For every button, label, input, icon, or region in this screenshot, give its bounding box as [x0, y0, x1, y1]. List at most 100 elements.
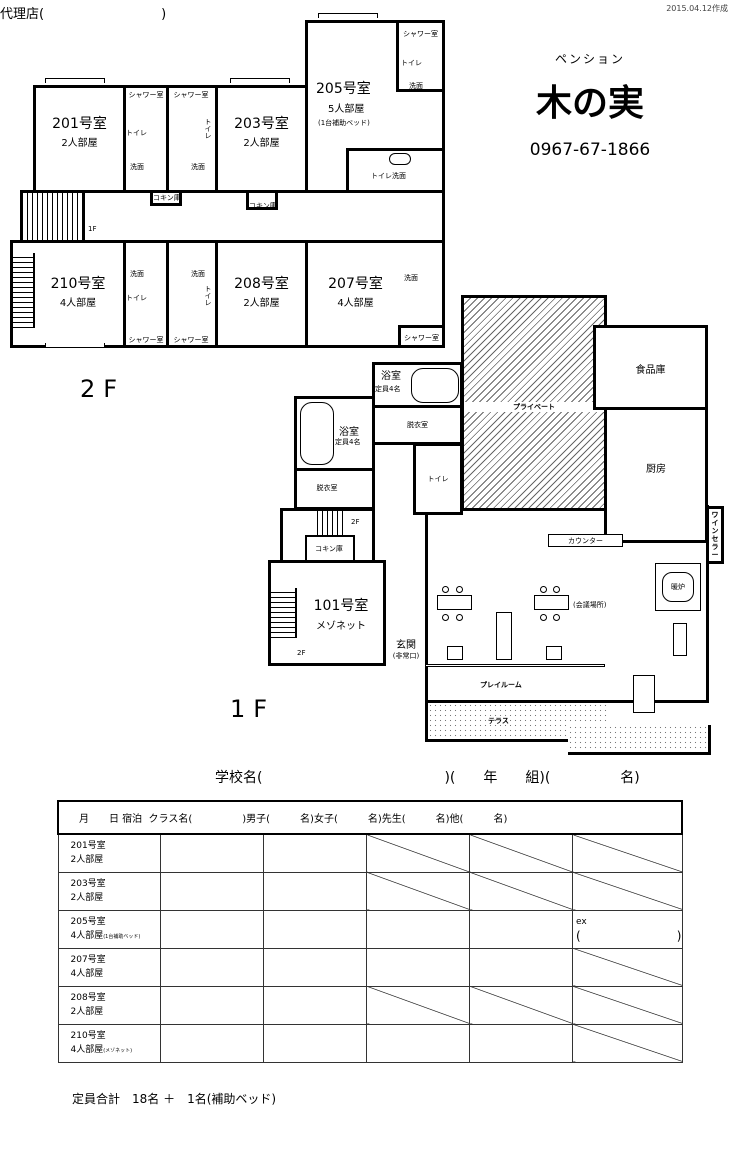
entry-cell[interactable] — [469, 909, 574, 949]
entry-cell[interactable] — [366, 1023, 471, 1063]
room-note: (1台補助ベッド) — [103, 933, 141, 940]
kitchen: 厨房 — [604, 407, 708, 543]
playroom-label: プレイルーム — [480, 681, 522, 689]
bath-1: 浴室 定員4名 — [372, 362, 463, 408]
entry-cell[interactable] — [263, 1023, 368, 1063]
shower-label: シャワー室 — [128, 91, 164, 99]
table-row: 203号室 2人部屋 — [57, 871, 683, 911]
room-capacity: 2人部屋 — [70, 1006, 104, 1017]
dressing-label: 脱衣室 — [316, 484, 338, 492]
table-row: 208号室 2人部屋 — [57, 985, 683, 1025]
disabled-cell — [366, 985, 471, 1025]
room-205: 205号室 5人部屋 (1台補助ベッド) シャワー室 トイレ 洗面 トイレ洗面 — [305, 20, 445, 193]
entry-cell[interactable] — [469, 1023, 574, 1063]
ex-field: ( ) — [576, 928, 682, 943]
room-number: 201号室 — [52, 116, 107, 132]
entry-cell[interactable] — [366, 947, 471, 987]
entry-cell[interactable] — [160, 1023, 265, 1063]
room-note: (メゾネット) — [103, 1047, 133, 1054]
school-name-line: 学校名( )( 年 組)( 名) — [215, 770, 640, 786]
room-number: 203号室 — [70, 878, 106, 889]
room-capacity: 2人部屋 — [70, 892, 104, 903]
shower-label: シャワー室 — [404, 334, 439, 342]
dressing-room-1: 脱衣室 — [372, 405, 463, 445]
room-205-bath: シャワー室 トイレ 洗面 — [396, 20, 445, 92]
room-number: 201号室 — [70, 841, 106, 851]
disabled-cell — [469, 833, 574, 873]
ex-label: ex — [576, 916, 587, 927]
fireplace: 暖炉 — [655, 563, 701, 611]
bath-label: 浴室 — [381, 371, 401, 382]
shower-label: シャワー室 — [173, 91, 209, 99]
sink-label: 洗面 — [409, 82, 423, 90]
disabled-cell — [366, 833, 471, 873]
floor-2-label: 2F — [80, 375, 126, 403]
table-header: 月 日 宿泊 クラス名( )男子( 名)女子( 名)先生( 名)他( 名) — [57, 800, 683, 835]
sink-label: 洗面 — [191, 163, 205, 171]
pantry: 食品庫 — [593, 325, 708, 410]
kitchen-label: 厨房 — [646, 464, 666, 475]
stairs-210 — [13, 253, 35, 328]
room-number: 208号室 — [70, 992, 106, 1003]
wine-cellar-label: ワインセラー — [711, 511, 719, 559]
bath-unit-210: 洗面 トイレ シャワー室 — [123, 240, 169, 348]
toilet-label: トイレ — [126, 294, 147, 302]
entry-cell[interactable] — [160, 909, 265, 949]
entry-cell[interactable] — [263, 947, 368, 987]
private-area: プライベート — [461, 295, 607, 511]
room-capacity: 4人部屋 — [337, 298, 374, 309]
bath-label: 浴室 — [339, 427, 359, 438]
toilet-sink-label: トイレ洗面 — [371, 172, 406, 180]
room-207-shower: シャワー室 — [398, 325, 445, 348]
fireplace-label: 暖炉 — [671, 583, 685, 591]
room-capacity: 4人部屋 — [59, 298, 97, 309]
toilet-label: トイレ — [204, 285, 212, 306]
room-210: 210号室 4人部屋 — [10, 240, 126, 348]
agency-field: 代理店( ) — [0, 7, 167, 22]
room-203: 203号室 2人部屋 — [215, 85, 308, 193]
room-capacity: 4人部屋 — [70, 1044, 104, 1055]
dressing-label: 脱衣室 — [407, 421, 428, 429]
room-208: 208号室 2人部屋 — [215, 240, 308, 348]
disabled-cell — [572, 1023, 683, 1063]
entry-cell[interactable] — [263, 871, 368, 911]
meeting-area-label: (会議場所) — [573, 601, 607, 609]
toilet-label: トイレ — [204, 118, 212, 139]
room-number: 203号室 — [234, 116, 289, 132]
sink-label: 洗面 — [191, 270, 205, 278]
room-capacity: 2人部屋 — [243, 298, 280, 309]
reservation-table: 月 日 宿泊 クラス名( )男子( 名)女子( 名)先生( 名)他( 名) 20… — [57, 800, 683, 1063]
bath-2: 浴室 定員4名 — [294, 396, 375, 471]
entry-cell[interactable] — [160, 985, 265, 1025]
room-201: 201号室 2人部屋 — [33, 85, 126, 193]
bath-unit-208: 洗面 トイレ シャワー室 — [166, 240, 218, 348]
entry-cell[interactable] — [366, 909, 471, 949]
entrance-note: (非常口) — [392, 652, 420, 660]
room-101: 2F 101号室 メゾネット — [268, 560, 386, 666]
stairs-label: 2F — [297, 649, 306, 657]
room-capacity: 5人部屋 — [328, 104, 365, 115]
entry-cell[interactable] — [469, 947, 574, 987]
room-type: メゾネット — [316, 621, 366, 632]
entry-cell[interactable]: ex( ) — [572, 909, 683, 949]
stairs-1f: 2F コキン庫 — [280, 508, 375, 563]
bath-capacity: 定員4名 — [375, 385, 401, 393]
entry-cell[interactable] — [263, 909, 368, 949]
counter-label: カウンター — [568, 537, 603, 545]
disabled-cell — [572, 833, 683, 873]
room-capacity: 4人部屋 — [70, 968, 104, 979]
room-number: 207号室 — [328, 276, 383, 292]
room-capacity: 2人部屋 — [243, 138, 280, 149]
closet-label: コキン庫 — [249, 202, 277, 210]
entry-cell[interactable] — [160, 871, 265, 911]
entry-cell[interactable] — [160, 833, 265, 873]
room-capacity: 2人部屋 — [61, 138, 98, 149]
floor-1-label: 1F — [230, 695, 276, 723]
entry-cell[interactable] — [263, 985, 368, 1025]
entry-cell[interactable] — [263, 833, 368, 873]
room-capacity: 4人部屋 — [70, 930, 104, 941]
toilet-1f: トイレ — [413, 443, 463, 515]
entry-cell[interactable] — [160, 947, 265, 987]
